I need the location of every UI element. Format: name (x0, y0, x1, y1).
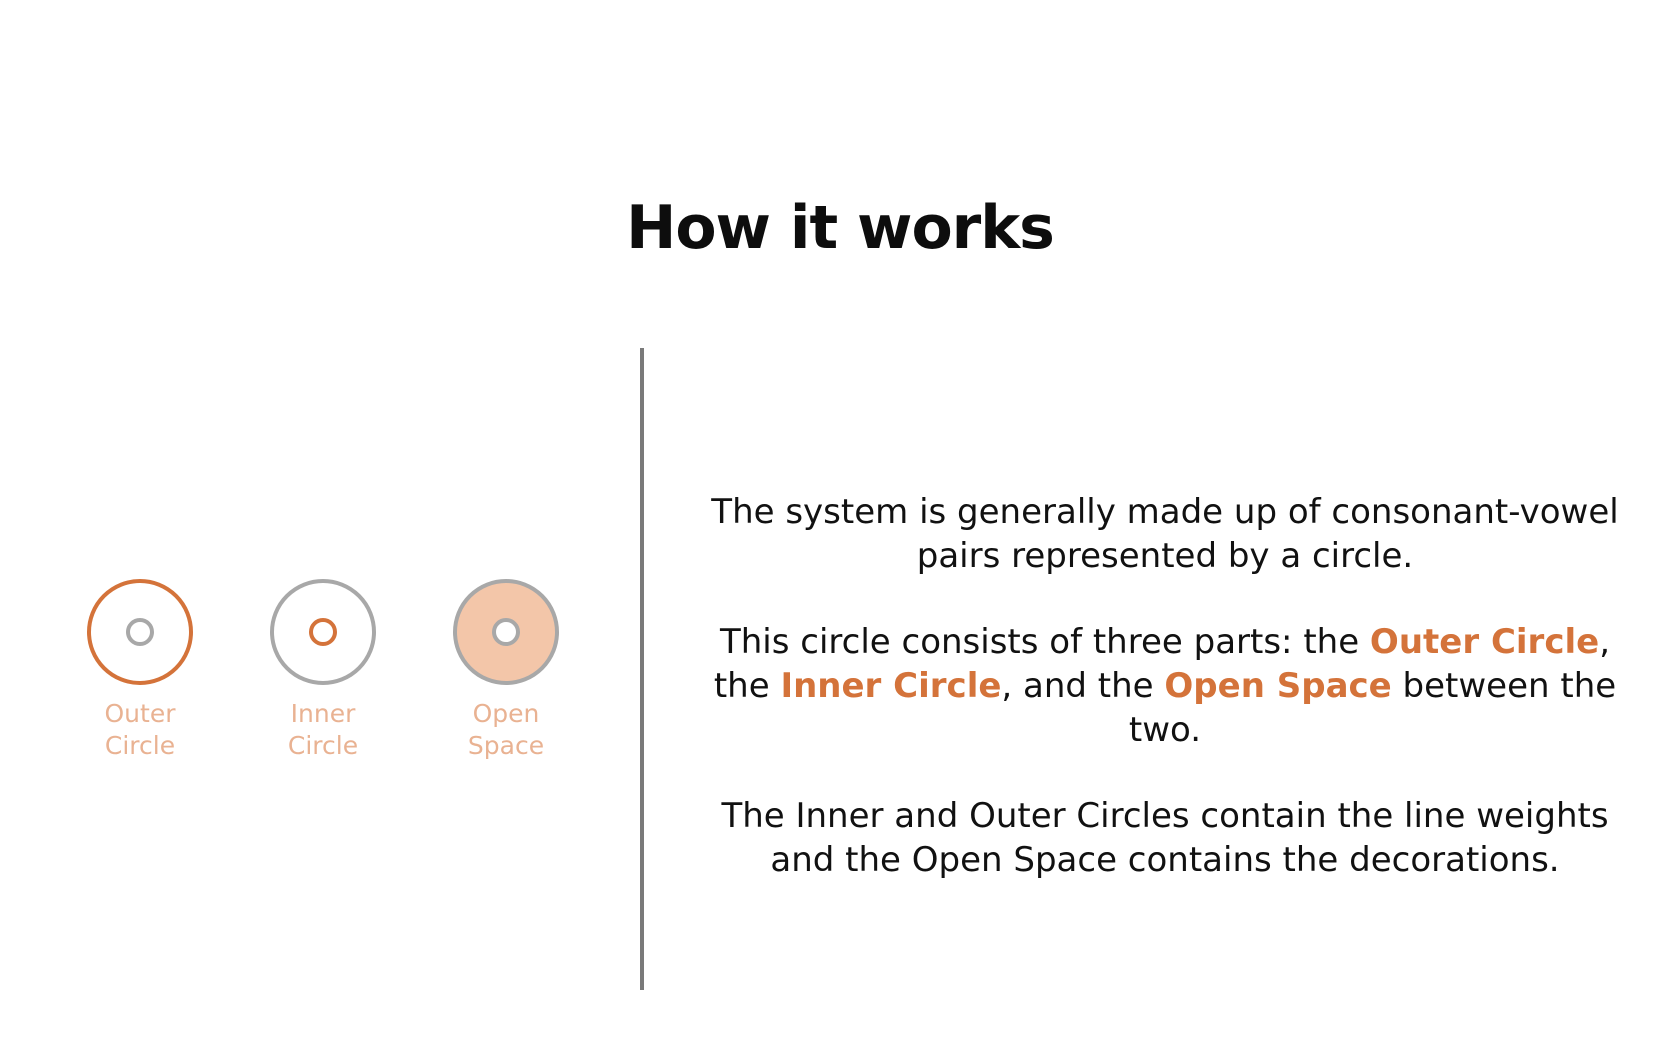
highlight-inner-circle: Inner Circle (780, 666, 1002, 706)
parts-text-3: , and the (1001, 666, 1165, 706)
paragraph-system: The system is generally made up of conso… (711, 492, 1619, 576)
legend-label-inner-circle: Inner Circle (287, 699, 359, 760)
outer-circle-icon (87, 579, 193, 685)
legend-item-outer-circle: Outer Circle (60, 576, 220, 762)
legend-label-open-space: Open Space (467, 699, 545, 760)
paragraph-parts: This circle consists of three parts: the… (690, 620, 1640, 752)
legend-item-inner-circle: Inner Circle (243, 576, 403, 762)
description: The system is generally made up of conso… (690, 490, 1640, 924)
highlight-open-space: Open Space (1164, 666, 1392, 706)
legend-item-open-space: Open Space (426, 576, 586, 762)
paragraph-contents: The Inner and Outer Circles contain the … (721, 796, 1609, 880)
page-title: How it works (626, 193, 1055, 264)
inner-circle-icon (270, 579, 376, 685)
parts-text-1: This circle consists of three parts: the (719, 622, 1370, 662)
legend-label-outer-circle: Outer Circle (104, 699, 176, 760)
circle-parts-legend: Outer Circle Inner Circle Open Space (0, 576, 640, 776)
highlight-outer-circle: Outer Circle (1369, 622, 1600, 662)
parts-text-2: , the (713, 622, 1611, 706)
vertical-divider (640, 348, 644, 990)
open-space-icon (453, 579, 559, 685)
parts-text-4: between the two. (1128, 666, 1617, 750)
